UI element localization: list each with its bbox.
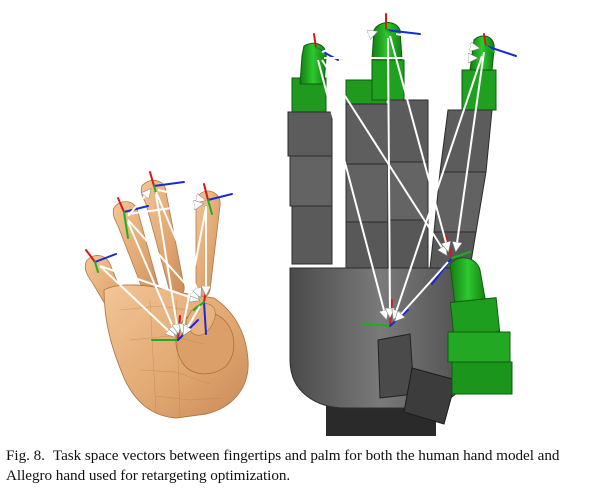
figure-label: Fig. 8. [6, 447, 45, 464]
allegro-hand [287, 13, 517, 436]
figure-caption: Fig. 8.Task space vectors between finger… [6, 446, 606, 486]
allegro-thumb [447, 257, 513, 395]
human-hand [84, 171, 249, 419]
figure-caption-text: Task space vectors between fingertips an… [6, 447, 560, 484]
allegro-finger-right [429, 35, 497, 269]
figure-graphic [84, 13, 517, 436]
human-task-vectors [99, 190, 206, 336]
figure [84, 13, 517, 436]
allegro-task-vectors [317, 32, 485, 320]
allegro-finger-left [287, 42, 333, 265]
